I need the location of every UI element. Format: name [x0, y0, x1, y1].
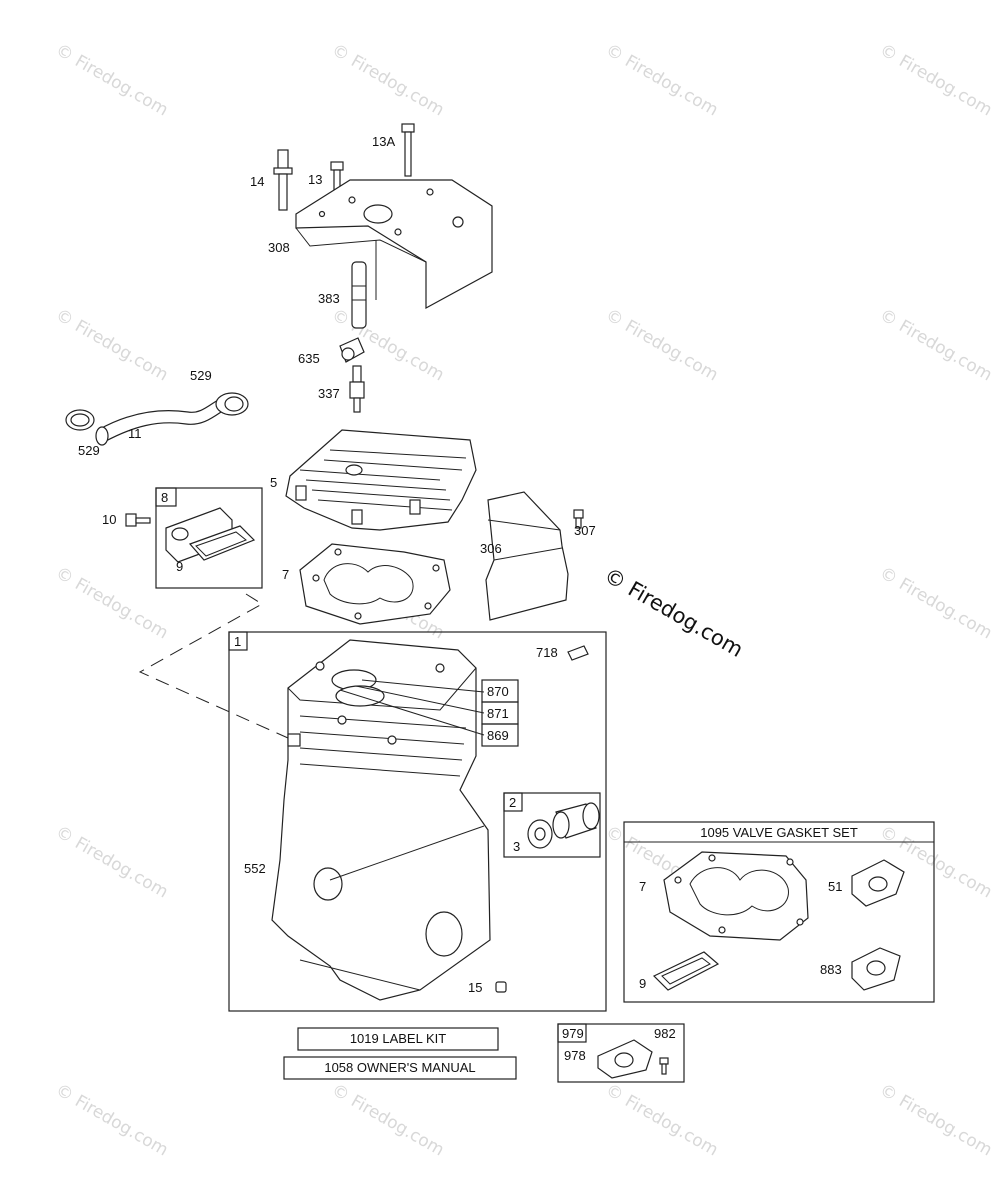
callout-308: 308 [268, 240, 290, 255]
callout-306: 306 [480, 541, 502, 556]
valve-gasket-set-box[interactable] [623, 821, 935, 1003]
cylinder-head-cover-308[interactable] [295, 179, 493, 310]
callout-14: 14 [250, 174, 264, 189]
cylinder-head-5[interactable] [285, 429, 477, 531]
callout-5: 5 [270, 475, 277, 490]
head-gasket-7[interactable] [299, 543, 451, 625]
breather-link-dashed [138, 593, 289, 739]
owners-manual-box [283, 1056, 517, 1080]
callout-635: 635 [298, 351, 320, 366]
clamp-529-left[interactable] [65, 409, 95, 431]
screw-307[interactable] [573, 509, 584, 529]
callout-869: 869 [487, 728, 509, 743]
cylinder-block-552[interactable] [271, 639, 491, 1001]
dowel-pin-718[interactable] [567, 645, 589, 661]
breather-kit-8-box[interactable] [155, 487, 263, 589]
callout-7-set: 7 [639, 879, 646, 894]
callout-552: 552 [244, 861, 266, 876]
callout-718: 718 [536, 645, 558, 660]
callout-978: 978 [564, 1048, 586, 1063]
label-kit-text: 1019 LABEL KIT [350, 1031, 446, 1046]
bearing-kit-2-box[interactable] [503, 792, 601, 858]
elbow-635[interactable] [339, 337, 365, 363]
callout-15: 15 [468, 980, 482, 995]
callout-871: 871 [487, 706, 509, 721]
callout-529-top: 529 [190, 368, 212, 383]
screw-15[interactable] [495, 981, 507, 993]
callout-1: 1 [234, 634, 241, 649]
callout-979: 979 [562, 1026, 584, 1041]
spark-plug-lead-383[interactable] [351, 261, 367, 329]
callout-307: 307 [574, 523, 596, 538]
callout-9: 9 [176, 559, 183, 574]
gasket-leader-lines [329, 679, 485, 881]
callout-3: 3 [513, 839, 520, 854]
callout-10: 10 [102, 512, 116, 527]
callout-13: 13 [308, 172, 322, 187]
screw-13a[interactable] [401, 123, 415, 177]
callout-337: 337 [318, 386, 340, 401]
callout-870: 870 [487, 684, 509, 699]
air-guide-306[interactable] [485, 491, 569, 621]
grommet-529-right[interactable] [215, 392, 249, 416]
short-block-1-box [228, 631, 607, 1012]
stud-14[interactable] [273, 149, 293, 211]
callout-8: 8 [161, 490, 168, 505]
callout-11: 11 [128, 426, 142, 441]
callout-7: 7 [282, 567, 289, 582]
callout-383: 383 [318, 291, 340, 306]
muffler-gasket-kit-979-box[interactable] [557, 1023, 685, 1083]
valve-gasket-set-title: 1095 VALVE GASKET SET [700, 825, 858, 840]
screw-10[interactable] [125, 513, 151, 527]
callout-box-869 [481, 723, 519, 747]
owners-manual-text: 1058 OWNER'S MANUAL [324, 1060, 475, 1075]
callout-982: 982 [654, 1026, 676, 1041]
callout-883: 883 [820, 962, 842, 977]
callout-box-1 [228, 631, 248, 651]
spark-plug-337[interactable] [349, 365, 365, 413]
callout-529-bottom: 529 [78, 443, 100, 458]
callout-51: 51 [828, 879, 842, 894]
callout-2: 2 [509, 795, 516, 810]
callout-13a: 13A [372, 134, 395, 149]
breather-tube-11[interactable] [95, 399, 225, 446]
callout-9-set: 9 [639, 976, 646, 991]
label-kit-box [297, 1027, 499, 1051]
